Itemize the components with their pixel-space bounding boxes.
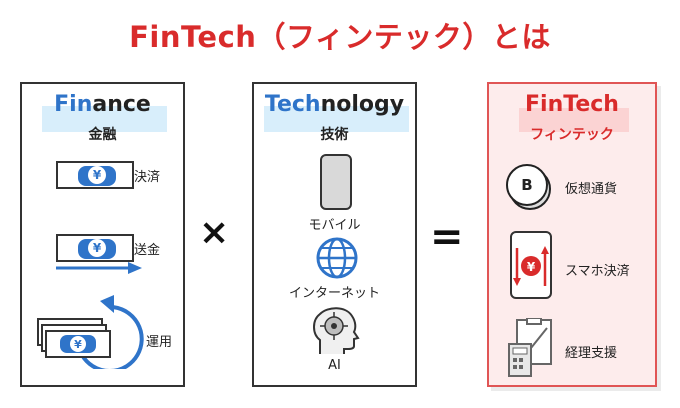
yen-stack-cycle-icon: ¥ [37, 295, 144, 369]
yen-symbol: ¥ [74, 338, 82, 351]
fintech-title: FinTech [525, 92, 619, 117]
finance-panel: Finance 金融 ¥ 決済 ¥ 送金 ¥ 運用 [20, 82, 185, 387]
fintech-item-mobile-payment-label: スマホ決済 [565, 264, 630, 279]
accounting-icon [508, 318, 552, 377]
fintech-panel: FinTech フィンテック B 仮想通貨 ¥ スマホ決済 経理支援 [487, 82, 657, 387]
ai-head-icon [313, 307, 360, 354]
finance-title-rest: ance [92, 92, 151, 117]
page-title: FinTech（フィンテック）とは [129, 20, 551, 54]
phone-payment-icon: ¥ [510, 231, 552, 299]
finance-title-highlight: Fin [54, 92, 93, 117]
yen-note-icon: ¥ [56, 161, 134, 189]
equals-operator: = [430, 214, 464, 260]
technology-panel: Technology 技術 モバイル インターネット AI [252, 82, 417, 387]
technology-subtitle: 技術 [320, 127, 349, 143]
finance-item-investment-label: 運用 [146, 335, 173, 350]
right-arrow-icon [56, 262, 142, 274]
technology-item-internet-label: インターネット [288, 286, 380, 301]
technology-item-ai-label: AI [328, 358, 341, 373]
finance-title: Finance [22, 92, 183, 117]
fintech-item-crypto-label: 仮想通貨 [565, 182, 618, 197]
finance-subtitle: 金融 [88, 127, 117, 143]
technology-item-mobile-label: モバイル [308, 218, 361, 233]
technology-title-highlight: Tech [264, 92, 321, 117]
yen-symbol: ¥ [88, 166, 106, 184]
yen-symbol: ¥ [527, 260, 536, 274]
technology-title-rest: nology [320, 92, 405, 117]
fintech-item-accounting-label: 経理支援 [565, 346, 618, 361]
yen-note-arrow-icon: ¥ [56, 234, 134, 262]
technology-title: Technology [254, 92, 415, 117]
yen-symbol: ¥ [88, 239, 106, 257]
fintech-title-band [519, 108, 629, 132]
globe-icon [316, 237, 358, 279]
finance-title-band [42, 106, 167, 132]
technology-title-band [264, 106, 409, 132]
times-operator: × [199, 212, 230, 253]
finance-item-payment-label: 決済 [134, 170, 161, 185]
smartphone-icon [320, 154, 352, 210]
finance-item-remittance-label: 送金 [134, 243, 161, 258]
bitcoin-coin-icon: B [506, 164, 548, 206]
fintech-subtitle: フィンテック [530, 127, 614, 143]
